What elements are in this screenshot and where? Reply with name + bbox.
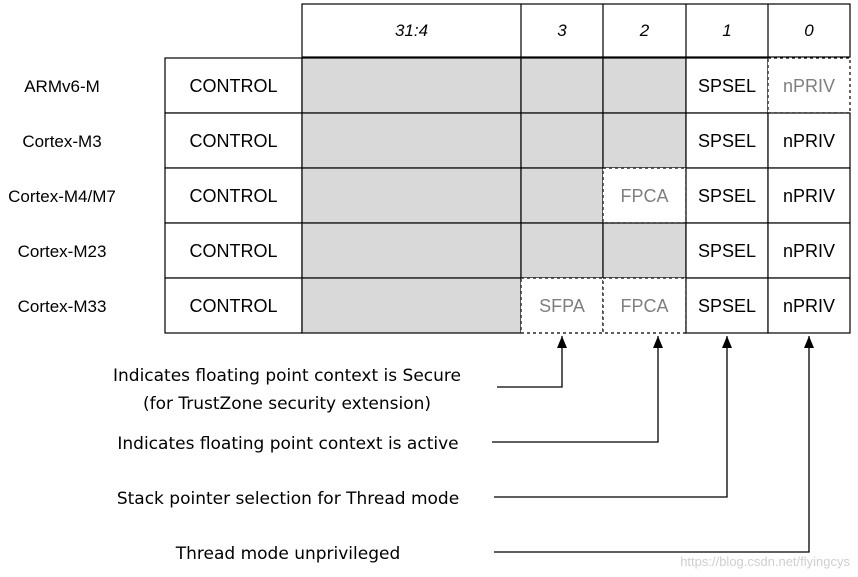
bit1-cell: SPSEL bbox=[698, 131, 756, 151]
register-name-cell: CONTROL bbox=[189, 241, 277, 261]
row-label: Cortex-M23 bbox=[18, 242, 107, 261]
bit1-cell: SPSEL bbox=[698, 241, 756, 261]
bit1-cell: SPSEL bbox=[698, 186, 756, 206]
bit3-reserved-cell bbox=[520, 112, 604, 169]
bit0-cell: nPRIV bbox=[783, 131, 835, 151]
bit-header-row: 31:4 3 2 1 0 bbox=[301, 3, 851, 58]
register-name-cell: CONTROL bbox=[189, 186, 277, 206]
spsel-connector-arrow bbox=[494, 336, 732, 498]
bit1-cell: SPSEL bbox=[698, 296, 756, 316]
spsel-note: Stack pointer selection for Thread mode bbox=[117, 489, 459, 509]
row-label: Cortex-M3 bbox=[22, 132, 101, 151]
reserved-bits-cell bbox=[301, 222, 522, 279]
sfpa-connector-arrow bbox=[497, 336, 567, 388]
bit-header-0: 0 bbox=[804, 21, 814, 40]
annotation-notes: Indicates floating point context is Secu… bbox=[113, 366, 461, 564]
bit2-reserved-cell bbox=[602, 57, 687, 114]
register-name-cell: CONTROL bbox=[189, 296, 277, 316]
row-cortex-m33: Cortex-M33 CONTROL SFPA FPCA SPSEL nPRIV bbox=[18, 277, 851, 334]
bit3-optional-cell: SFPA bbox=[539, 296, 585, 316]
bit0-optional-cell: nPRIV bbox=[783, 76, 835, 96]
bit2-optional-cell: FPCA bbox=[620, 296, 668, 316]
row-label: Cortex-M33 bbox=[18, 297, 107, 316]
reserved-bits-cell bbox=[301, 167, 522, 224]
bit3-reserved-cell bbox=[520, 222, 604, 279]
row-armv6-m: ARMv6-M CONTROL SPSEL nPRIV bbox=[24, 57, 851, 114]
reserved-bits-cell bbox=[301, 277, 522, 334]
row-cortex-m3: Cortex-M3 CONTROL SPSEL nPRIV bbox=[22, 112, 851, 169]
row-label: ARMv6-M bbox=[24, 77, 100, 96]
bit0-cell: nPRIV bbox=[783, 296, 835, 316]
fpca-note: Indicates floating point context is acti… bbox=[117, 434, 458, 454]
bit-header-31-4: 31:4 bbox=[395, 21, 428, 40]
row-label: Cortex-M4/M7 bbox=[8, 187, 116, 206]
npriv-connector-arrow bbox=[494, 336, 814, 553]
register-name-cell: CONTROL bbox=[189, 76, 277, 96]
bit1-cell: SPSEL bbox=[698, 76, 756, 96]
bit-header-2: 2 bbox=[639, 21, 650, 40]
bit0-cell: nPRIV bbox=[783, 186, 835, 206]
bit2-reserved-cell bbox=[602, 222, 687, 279]
bit-header-1: 1 bbox=[722, 21, 731, 40]
npriv-note: Thread mode unprivileged bbox=[175, 544, 401, 564]
row-cortex-m4-m7: Cortex-M4/M7 CONTROL FPCA SPSEL nPRIV bbox=[8, 167, 851, 224]
register-table: ARMv6-M CONTROL SPSEL nPRIV Cortex-M3 CO… bbox=[8, 57, 851, 334]
register-name-cell: CONTROL bbox=[189, 131, 277, 151]
bit-header-3: 3 bbox=[557, 21, 567, 40]
reserved-bits-cell bbox=[301, 112, 522, 169]
annotation-connectors bbox=[492, 336, 814, 553]
watermark: https://blog.csdn.net/flyingcys bbox=[680, 554, 850, 569]
bit2-reserved-cell bbox=[602, 112, 687, 169]
bit3-reserved-cell bbox=[520, 167, 604, 224]
sfpa-note-line2: (for TrustZone security extension) bbox=[143, 394, 431, 414]
bit2-optional-cell: FPCA bbox=[620, 186, 668, 206]
fpca-connector-arrow bbox=[492, 336, 663, 443]
reserved-bits-cell bbox=[301, 57, 522, 114]
bit3-reserved-cell bbox=[520, 57, 604, 114]
sfpa-note-line1: Indicates floating point context is Secu… bbox=[113, 366, 461, 386]
row-cortex-m23: Cortex-M23 CONTROL SPSEL nPRIV bbox=[18, 222, 851, 279]
bit0-cell: nPRIV bbox=[783, 241, 835, 261]
